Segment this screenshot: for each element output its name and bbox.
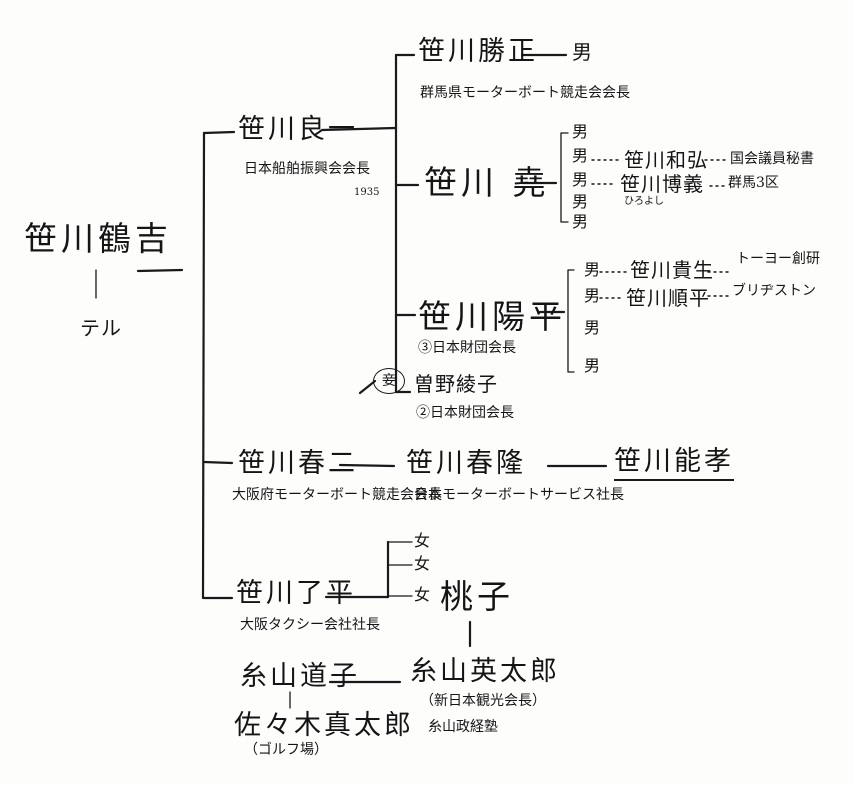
takashi-kid-3: 男 xyxy=(572,170,590,189)
eitaro-name: 糸山英太郎 xyxy=(410,656,560,687)
root-connector xyxy=(136,268,184,273)
takashi-year: 1935 xyxy=(354,187,380,198)
mistress-name: 曽野綾子 xyxy=(414,372,498,396)
mistress-mark: 妾 xyxy=(373,368,405,394)
takao-note: トーヨー創研 xyxy=(736,251,820,267)
yohei-note: ③日本財団会長 xyxy=(418,340,516,356)
harunishi-name: 笹川春二 xyxy=(238,448,358,479)
takashi-name: 笹川 堯 xyxy=(424,163,550,202)
yohei-kid-4: 男 xyxy=(584,356,602,375)
yohei-kid-3: 男 xyxy=(584,318,602,337)
takashi-kids-bracket xyxy=(560,132,569,223)
junpei-note: ブリヂストン xyxy=(732,283,816,299)
michiko-name: 糸山道子 xyxy=(240,661,360,692)
mistress-note: ②日本財団会長 xyxy=(416,405,514,421)
hiroyoshi-note: 群馬3区 xyxy=(728,175,779,191)
mistress-circle-link xyxy=(358,379,377,395)
yohei-name: 笹川陽平 xyxy=(418,297,566,336)
yoshiatsu-name: 笹川能孝 xyxy=(614,448,734,481)
ryo-name: 笹川良一 xyxy=(238,114,358,145)
takashi-kid-2: 男 xyxy=(572,146,590,165)
haruki-name: 笹川春隆 xyxy=(406,448,526,479)
ryohei-kid-3: 女 xyxy=(414,585,432,604)
main-trunk xyxy=(201,131,206,600)
yohei-kids-bracket xyxy=(567,269,575,373)
ryohei-name: 笹川了平 xyxy=(236,578,356,609)
haruki-note: 日本モーターボートサービス社長 xyxy=(414,487,624,503)
katsumasa-name: 笹川勝正 xyxy=(418,36,538,67)
katsumasa-note: 群馬県モーターボート競走会会長 xyxy=(420,85,630,101)
ryohei-kid-2: 女 xyxy=(414,554,432,573)
junpei-name: 笹川順平 xyxy=(626,286,710,310)
takashi-kid-1: 男 xyxy=(572,122,590,141)
momoko-name: 桃子 xyxy=(440,577,514,616)
eitaro-note-1: （新日本観光会長） xyxy=(420,693,546,709)
root-name: 笹川鶴吉 xyxy=(24,219,172,258)
hiroyoshi-reading: ひろよし xyxy=(624,196,664,207)
hiroyoshi-name: 笹川博義 xyxy=(620,172,704,196)
yohei-kid-1: 男 xyxy=(584,260,602,279)
takao-name: 笹川貴生 xyxy=(630,258,714,282)
trunk-to-harunishi xyxy=(202,460,234,465)
ryohei-note: 大阪タクシー会社社長 xyxy=(240,617,380,633)
eitaro-note-2: 糸山政経塾 xyxy=(428,719,498,735)
trunk-to-ryo xyxy=(202,130,236,135)
takashi-kid-5: 男 xyxy=(572,212,590,231)
ryo-note: 日本船舶振興会会長 xyxy=(244,161,370,177)
ryo-to-kids xyxy=(320,126,398,132)
kazuhiro-name: 笹川和弘 xyxy=(624,148,708,172)
harunishi-note: 大阪府モーターボート競走会会長 xyxy=(232,487,442,503)
harunishi-to-haruki xyxy=(338,463,396,468)
shintaro-note: （ゴルフ場） xyxy=(244,742,328,758)
root-spouse: テル xyxy=(80,316,122,340)
kazuhiro-note: 国会議員秘書 xyxy=(730,151,814,167)
katsumasa-child: 男 xyxy=(572,40,593,64)
takashi-kid-4: 男 xyxy=(572,192,590,211)
shintaro-name: 佐々木真太郎 xyxy=(234,710,414,741)
ryohei-kid-1: 女 xyxy=(414,531,432,550)
yohei-kid-2: 男 xyxy=(584,286,602,305)
